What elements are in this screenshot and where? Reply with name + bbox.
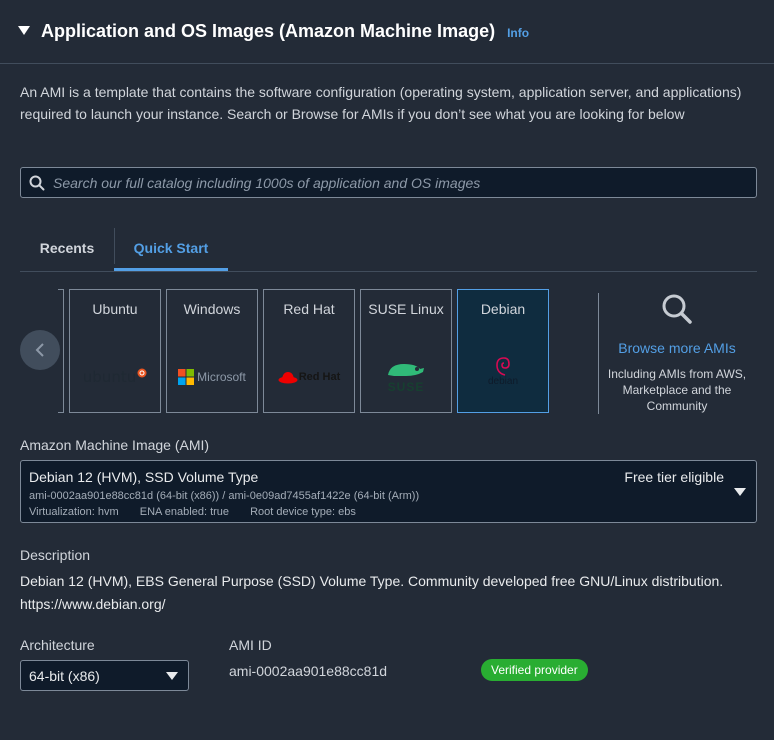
ami-ena: ENA enabled: true [139, 506, 230, 518]
browse-divider [598, 293, 599, 414]
os-card-label: Ubuntu [92, 301, 138, 317]
tab-quick-start[interactable]: Quick Start [133, 239, 209, 256]
ami-meta: Virtualization: hvm ENA enabled: true Ro… [29, 506, 374, 518]
ami-id-label: AMI ID [229, 637, 272, 653]
caret-down-icon [734, 488, 746, 496]
ubuntu-logo-icon: ubuntu [70, 360, 160, 394]
os-card-label: Debian [480, 301, 526, 317]
ami-id-value: ami-0002aa901e88cc81d [229, 663, 388, 679]
collapse-caret-icon[interactable] [18, 26, 30, 35]
info-link[interactable]: Info [507, 26, 530, 40]
architecture-label: Architecture [20, 637, 95, 653]
carousel-previous-button[interactable] [20, 330, 60, 370]
redhat-logo-icon: Red Hat [264, 360, 354, 394]
microsoft-logo-icon: Microsoft [167, 360, 257, 394]
tab-recents[interactable]: Recents [39, 239, 95, 256]
section-header: Application and OS Images (Amazon Machin… [0, 0, 774, 64]
search-input[interactable] [53, 174, 733, 191]
ami-ids: ami-0002aa901e88cc81d (64-bit (x86)) / a… [29, 490, 420, 502]
free-tier-label: Free tier eligible [624, 469, 724, 485]
os-card-debian[interactable]: Debian debian [457, 289, 549, 413]
architecture-value: 64-bit (x86) [29, 667, 100, 684]
verified-provider-badge: Verified provider [481, 659, 588, 681]
section-title: Application and OS Images (Amazon Machin… [41, 21, 496, 41]
search-icon [29, 175, 45, 190]
os-card-ubuntu[interactable]: Ubuntu ubuntu [69, 289, 161, 413]
partial-os-card[interactable] [58, 289, 64, 413]
architecture-select[interactable]: 64-bit (x86) [20, 660, 189, 691]
ami-name: Debian 12 (HVM), SSD Volume Type [29, 469, 259, 485]
redhat-logo-text: Red Hat [298, 371, 341, 383]
os-card-label: Red Hat [283, 301, 335, 317]
os-card-redhat[interactable]: Red Hat Red Hat [263, 289, 355, 413]
browse-more-amis-subtext: Including AMIs from AWS, Marketplace and… [607, 367, 747, 413]
ami-field-label: Amazon Machine Image (AMI) [20, 437, 210, 453]
debian-logo-icon: debian [458, 354, 548, 388]
tab-separator [114, 228, 115, 264]
ami-root-device: Root device type: ebs [250, 506, 356, 518]
description-value: Debian 12 (HVM), EBS General Purpose (SS… [20, 573, 724, 612]
search-icon [662, 294, 692, 324]
ami-search-box[interactable] [20, 167, 757, 198]
browse-more-amis-link[interactable]: Browse more AMIs [618, 340, 736, 356]
ami-virtualization: Virtualization: hvm [29, 506, 119, 518]
ubuntu-logo-text: ubuntu [82, 368, 137, 386]
microsoft-logo-text: Microsoft [197, 370, 246, 384]
section-description: An AMI is a template that contains the s… [20, 84, 742, 122]
tab-bar: Recents Quick Start [20, 224, 757, 272]
suse-logo-icon: SUSE [361, 360, 451, 394]
ami-select-dropdown[interactable]: Debian 12 (HVM), SSD Volume Type ami-000… [20, 460, 757, 523]
browse-more-amis-panel: Browse more AMIs Including AMIs from AWS… [607, 293, 747, 414]
os-card-label: Windows [183, 301, 241, 317]
description-label: Description [20, 547, 91, 563]
os-card-windows[interactable]: Windows Microsoft [166, 289, 258, 413]
os-card-suse[interactable]: SUSE Linux SUSE [360, 289, 452, 413]
debian-logo-text: debian [487, 376, 519, 387]
active-tab-indicator [114, 268, 228, 271]
os-card-label: SUSE Linux [368, 301, 444, 317]
caret-down-icon [166, 672, 178, 680]
chevron-left-icon [35, 343, 44, 357]
suse-logo-text: SUSE [387, 380, 425, 394]
